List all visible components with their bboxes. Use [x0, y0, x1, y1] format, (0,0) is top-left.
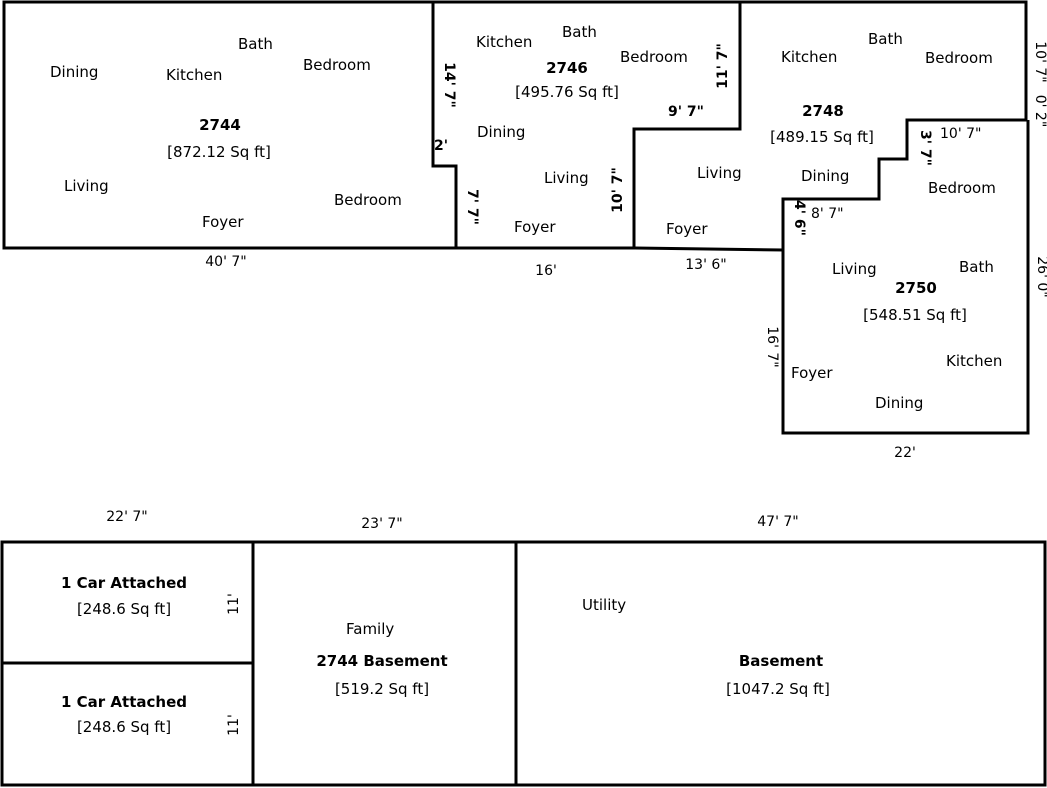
room-label-kitchen: Kitchen: [166, 66, 222, 84]
room-label-bedroom: Bedroom: [925, 49, 993, 67]
dimension-bottom: 22': [894, 445, 916, 461]
dimension-garage-width: 22' 7": [106, 509, 147, 525]
dimension-right: 11' 7": [715, 43, 731, 89]
unit-2748-outline: [633, 0, 1028, 252]
unit-number: 2744: [199, 116, 241, 134]
dimension-right-bottom: 7' 7": [464, 189, 480, 225]
lower-floor: 22' 7" 23' 7" 47' 7" 11' 11' 1 Car Attac…: [0, 509, 1047, 787]
room-label-dining: Dining: [875, 394, 923, 412]
room-label-utility: Utility: [582, 596, 626, 614]
garage-1-name: 1 Car Attached: [61, 574, 187, 592]
room-label-bedroom: Bedroom: [620, 48, 688, 66]
garage-2-area: [248.6 Sq ft]: [77, 718, 171, 736]
basement-name: Basement: [739, 652, 823, 670]
room-label-living: Living: [544, 169, 589, 187]
room-label-kitchen: Kitchen: [781, 48, 837, 66]
dimension-basement-width: 47' 7": [757, 514, 798, 530]
basement-area: [1047.2 Sq ft]: [726, 680, 830, 698]
room-label-bath: Bath: [959, 258, 994, 276]
room-label-family: Family: [346, 620, 394, 638]
room-label-dining: Dining: [50, 63, 98, 81]
room-label-kitchen: Kitchen: [476, 33, 532, 51]
dimension-right-top: 14' 7": [441, 62, 457, 108]
unit-2746-outline: [433, 0, 742, 250]
dimension-notch: 2': [434, 138, 448, 154]
family-basement-name: 2744 Basement: [316, 652, 447, 670]
unit-2748: Kitchen Bath Bedroom Living Dining Foyer…: [666, 30, 1047, 273]
room-label-kitchen: Kitchen: [946, 352, 1002, 370]
dimension-right: 26' 0": [1034, 256, 1047, 297]
upper-floor-walls: [2, 0, 1030, 435]
room-label-dining: Dining: [477, 123, 525, 141]
garage-1-area: [248.6 Sq ft]: [77, 600, 171, 618]
dimension-bottom: 40' 7": [205, 254, 246, 270]
dimension-right-step: 0' 2": [1032, 95, 1047, 128]
dimension-right: 10' 7": [1032, 41, 1047, 82]
dimension-step-2-vertical: 4' 6": [791, 200, 807, 236]
unit-2746: Kitchen Bath Bedroom Dining Living Foyer…: [476, 23, 731, 279]
room-label-bath: Bath: [868, 30, 903, 48]
room-label-living: Living: [64, 177, 109, 195]
unit-area: [489.15 Sq ft]: [770, 128, 874, 146]
room-label-bedroom: Bedroom: [928, 179, 996, 197]
dimension-garage-depth: 11': [226, 714, 242, 736]
dimension-left-lower: 10' 7": [610, 167, 626, 213]
unit-2744: Dining Kitchen Bath Bedroom Living Foyer…: [50, 35, 480, 270]
unit-area: [548.51 Sq ft]: [863, 306, 967, 324]
room-label-bath: Bath: [562, 23, 597, 41]
dimension-step-2: 8' 7": [811, 206, 844, 222]
room-label-foyer: Foyer: [666, 220, 708, 238]
dimension-family-width: 23' 7": [361, 516, 402, 532]
dimension-bottom: 13' 6": [685, 257, 726, 273]
garage-2-name: 1 Car Attached: [61, 693, 187, 711]
unit-number: 2750: [895, 279, 937, 297]
room-label-bedroom: Bedroom: [303, 56, 371, 74]
unit-2750: Bedroom Living Bath Foyer Kitchen Dining…: [764, 179, 1047, 461]
unit-area: [495.76 Sq ft]: [515, 83, 619, 101]
unit-number: 2746: [546, 59, 588, 77]
room-label-foyer: Foyer: [514, 218, 556, 236]
room-label-bedroom: Bedroom: [334, 191, 402, 209]
unit-number: 2748: [802, 102, 844, 120]
family-basement-area: [519.2 Sq ft]: [335, 680, 429, 698]
room-label-living: Living: [832, 260, 877, 278]
unit-2750-outline: [781, 120, 1030, 435]
dimension-garage-depth: 11': [226, 593, 242, 615]
dimension-step: 9' 7": [668, 104, 704, 120]
dimension-left: 16' 7": [764, 326, 780, 367]
unit-area: [872.12 Sq ft]: [167, 143, 271, 161]
dimension-step-1-vertical: 3' 7": [917, 130, 933, 166]
room-label-foyer: Foyer: [791, 364, 833, 382]
room-label-bath: Bath: [238, 35, 273, 53]
room-label-foyer: Foyer: [202, 213, 244, 231]
dimension-bottom: 16': [535, 263, 557, 279]
dimension-step-1: 10' 7": [940, 126, 981, 142]
room-label-living: Living: [697, 164, 742, 182]
room-label-dining: Dining: [801, 167, 849, 185]
